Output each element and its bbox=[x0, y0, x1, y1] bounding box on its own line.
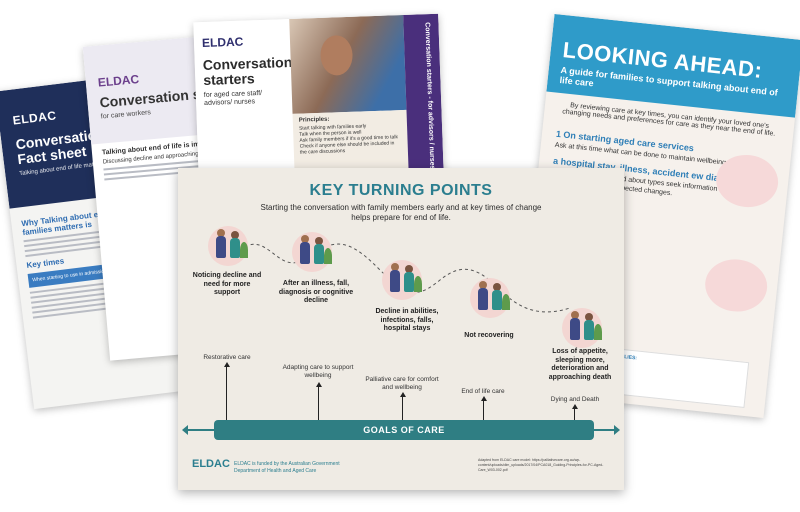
main-eldac-logo: ELDAC bbox=[192, 458, 230, 470]
care-goal-stem-3 bbox=[399, 392, 406, 420]
main-funding-statement: ELDAC is funded by the Australian Govern… bbox=[234, 461, 340, 475]
agedcare-photo bbox=[289, 14, 407, 114]
turning-point-label-1: Noticing decline and need for more suppo… bbox=[192, 272, 262, 296]
main-source-note: Adapted from ELDAC care model: https://p… bbox=[478, 458, 604, 472]
care-goal-stem-4 bbox=[480, 396, 487, 420]
agedcare-document: ELDAC Conversation starters for aged car… bbox=[193, 13, 444, 183]
funding-line-1: ELDAC is funded by the Australian Govern… bbox=[234, 461, 340, 467]
care-goal-stem-5 bbox=[571, 404, 578, 420]
main-subtitle: Starting the conversation with family me… bbox=[260, 203, 542, 222]
main-title: KEY TURNING POINTS bbox=[309, 182, 493, 199]
care-goal-label-2: Adapting care to support wellbeing bbox=[282, 364, 354, 379]
agedcare-left-panel: ELDAC Conversation starters for aged car… bbox=[193, 18, 295, 183]
care-goal-label-3: Palliative care for comfort and wellbein… bbox=[365, 376, 439, 391]
key-turning-points-document: KEY TURNING POINTS Starting the conversa… bbox=[178, 168, 624, 490]
care-goal-label-5: Dying and Death bbox=[550, 396, 600, 403]
turning-point-label-3: Decline in abilities, infections, falls,… bbox=[375, 308, 439, 332]
agedcare-sidebar: Conversation starters - for advisors / n… bbox=[403, 13, 444, 175]
care-goal-stem-2 bbox=[315, 382, 322, 420]
agedcare-logo: ELDAC bbox=[201, 34, 244, 51]
goals-of-care-bar: GOALS OF CARE bbox=[214, 420, 594, 440]
turning-point-label-4: Not recovering bbox=[464, 332, 514, 339]
goals-arrow-right bbox=[594, 425, 620, 435]
goals-arrow-left bbox=[182, 425, 214, 435]
agedcare-subtitle: for aged care staff/ advisors/ nurses bbox=[203, 89, 263, 107]
agedcare-photo-face bbox=[319, 34, 354, 76]
agedcare-sidebar-text: Conversation starters - for advisors / n… bbox=[423, 22, 436, 170]
lookingahead-illustration-2 bbox=[702, 256, 770, 315]
care-goal-label-4: End of life care bbox=[461, 388, 505, 395]
care-goal-stem-1 bbox=[223, 362, 230, 420]
agedcare-principle-item: Check if anyone else should be included … bbox=[299, 140, 395, 156]
turning-point-illustration-4 bbox=[466, 276, 514, 320]
turning-point-label-5: Loss of appetite, sleeping more, deterio… bbox=[548, 348, 612, 381]
turning-point-illustration-5 bbox=[558, 306, 606, 350]
care-goal-label-1: Restorative care bbox=[203, 354, 251, 361]
turning-point-illustration-3 bbox=[378, 258, 426, 302]
turning-point-label-2: After an illness, fall, diagnosis or cog… bbox=[278, 280, 354, 304]
turning-point-illustration-1 bbox=[204, 224, 252, 268]
turning-point-illustration-2 bbox=[288, 230, 336, 274]
funding-line-2: Department of Health and Aged Care bbox=[234, 468, 317, 474]
agedcare-title: Conversation starters bbox=[202, 53, 293, 89]
